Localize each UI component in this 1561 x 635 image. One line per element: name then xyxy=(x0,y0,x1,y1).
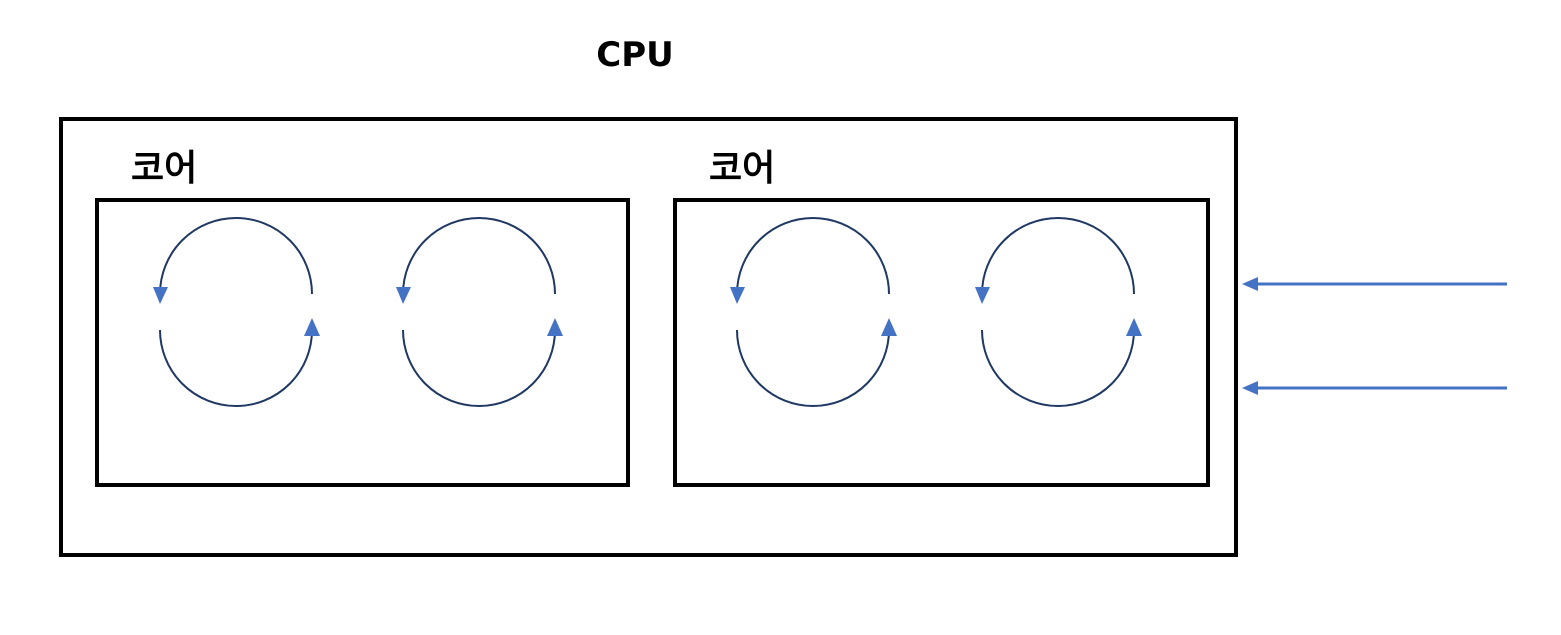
input-arrows xyxy=(1242,277,1507,395)
core-label-2: 코어 xyxy=(709,148,776,189)
core-box-1 xyxy=(95,198,630,487)
cpu-box xyxy=(59,117,1238,557)
input-arrow-icon xyxy=(1242,277,1507,291)
core-label-1: 코어 xyxy=(131,148,198,189)
core-box-2 xyxy=(673,198,1210,487)
cpu-title: CPU xyxy=(596,35,674,75)
input-arrow-icon xyxy=(1242,381,1507,395)
